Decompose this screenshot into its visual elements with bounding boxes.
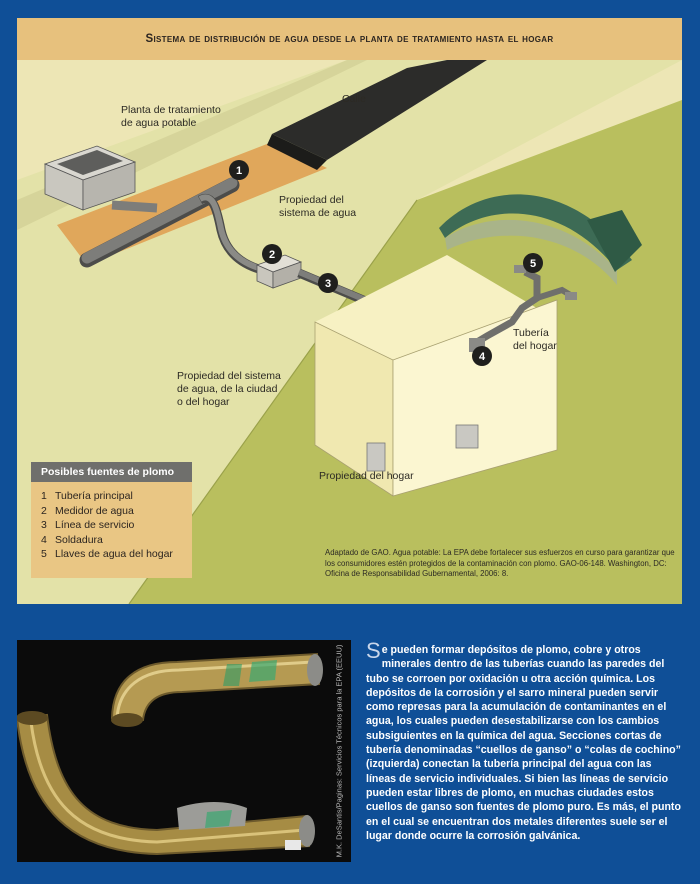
legend-item-text: Tubería principal (55, 490, 133, 502)
plant-label-line2: de agua potable (121, 117, 197, 129)
roof (439, 194, 632, 270)
lead-sources-legend: Posibles fuentes de plomo 1 Tubería princ… (31, 462, 192, 578)
marker-3-text: 3 (325, 278, 331, 290)
home-property-label: Propiedad del hogar (319, 470, 414, 482)
faucet-1 (514, 265, 526, 273)
system-property-label: Propiedad del sistema de agua (279, 194, 356, 220)
legend-item-number: 5 (41, 548, 47, 561)
legend-item: 2 Medidor de agua (41, 504, 192, 519)
marker-4-text: 4 (479, 351, 486, 363)
gooseneck (198, 194, 263, 272)
diagram-title: Sistema de distribución de agua desde la… (145, 33, 554, 45)
home-pipe-label-line1: Tubería (513, 327, 549, 339)
legend-item: 5 Llaves de agua del hogar (41, 547, 192, 562)
street-edge (267, 134, 327, 170)
house-window-2 (366, 442, 386, 472)
legend-item-text: Soldadura (55, 533, 103, 546)
drop-cap: S (366, 638, 381, 663)
legend-item: 1 Tubería principal (41, 489, 192, 504)
home-pipe (470, 268, 541, 349)
plant-outlet-pipe (111, 200, 158, 213)
photo-credit: M.K. DeSantis/Paginas: Servicios Técnico… (328, 640, 350, 862)
legend-item-number: 4 (41, 533, 47, 546)
plant-opening (57, 150, 123, 175)
marker-5: 5 (523, 253, 543, 273)
legend-item-text: Medidor de agua (55, 504, 134, 517)
legend-item-text: Llaves de agua del hogar (55, 548, 173, 561)
legend-list: 1 Tubería principal 2 Medidor de agua 3 Lín… (31, 482, 192, 562)
mixed-property-label-line2: de agua, de la ciudad (177, 383, 278, 395)
title-bar: Sistema de distribución de agua desde la… (17, 18, 682, 60)
mixed-property-label: Propiedad del sistema de agua, de la ciu… (177, 370, 281, 409)
roof-gable (587, 210, 642, 272)
house-wall-long (392, 299, 558, 497)
system-property-label-line2: sistema de agua (279, 207, 357, 219)
legend-item: 3 Línea de servicio (41, 518, 192, 533)
gooseneck-photo-image (17, 640, 351, 862)
legend-item-number: 3 (41, 519, 47, 532)
system-property-label-line1: Propiedad del (279, 194, 344, 206)
marker-4: 4 (472, 346, 492, 366)
source-citation: Adaptado de GAO. Agua potable: La EPA de… (325, 548, 675, 578)
photo-credit-text: M.K. DeSantis/Paginas: Servicios Técnico… (334, 644, 344, 858)
marker-1: 1 (229, 160, 249, 180)
marker-5-text: 5 (530, 258, 536, 270)
legend-item-number: 1 (41, 490, 47, 502)
marker-1-text: 1 (236, 165, 242, 177)
legend-item-number: 2 (41, 504, 47, 517)
water-distribution-illustration: 1 2 3 4 5 (17, 60, 682, 604)
street (272, 60, 487, 160)
faucet-2 (565, 292, 577, 300)
house-window-1 (455, 424, 479, 449)
roof-edge (445, 219, 617, 285)
street-label: Calle (342, 93, 366, 105)
marker-2-text: 2 (269, 249, 275, 261)
gooseneck-photo (17, 640, 351, 862)
home-pipe-label-line2: del hogar (513, 340, 557, 352)
marker-3: 3 (318, 273, 338, 293)
marker-2: 2 (262, 244, 282, 264)
mixed-property-label-line3: o del hogar (177, 396, 230, 408)
legend-item: 4 Soldadura (41, 533, 192, 548)
plant-front (82, 161, 136, 211)
legend-item-text: Línea de servicio (55, 519, 135, 532)
mixed-property-label-line1: Propiedad del sistema (177, 370, 281, 382)
plant-label: Planta de tratamiento de agua potable (121, 104, 221, 130)
plant-label-line1: Planta de tratamiento (121, 104, 221, 116)
diagram-panel: Sistema de distribución de agua desde la… (17, 18, 682, 604)
legend-title: Posibles fuentes de plomo (31, 462, 192, 482)
body-paragraph-text: e pueden formar depósitos de plomo, cobr… (366, 644, 681, 842)
home-pipe-label: Tubería del hogar (513, 327, 557, 353)
